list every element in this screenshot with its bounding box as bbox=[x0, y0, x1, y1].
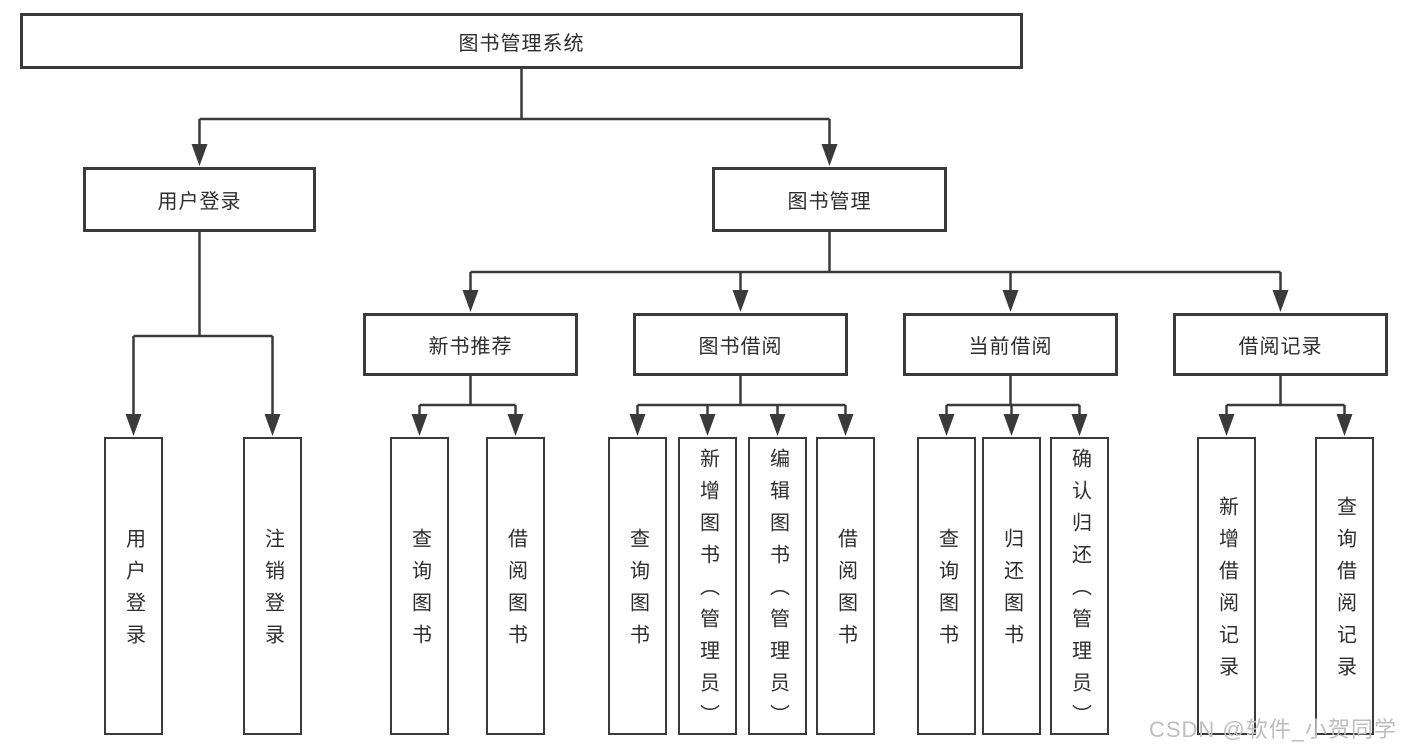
leaf-add-book-admin: 新增图书（管理员） bbox=[678, 437, 737, 736]
leaf-confirm-return-admin: 确认归还（管理员） bbox=[1050, 437, 1109, 736]
connector-new-book-children bbox=[418, 376, 517, 418]
leaf-query-borrow-record: 查询借阅记录 bbox=[1315, 437, 1374, 735]
leaf-borrow-books-label: 借阅图书 bbox=[834, 528, 857, 656]
node-current-borrow: 当前借阅 bbox=[903, 313, 1118, 376]
node-root-label: 图书管理系统 bbox=[458, 32, 585, 55]
arrow-down-icon bbox=[1003, 414, 1020, 436]
connector-root-to-level2 bbox=[198, 69, 831, 150]
leaf-query-books-recommend: 查询图书 bbox=[390, 437, 449, 735]
leaf-query-books-borrow-label: 查询图书 bbox=[626, 528, 649, 656]
arrow-down-icon bbox=[1272, 290, 1289, 312]
arrow-down-icon bbox=[507, 414, 524, 436]
leaf-query-books-borrow: 查询图书 bbox=[608, 437, 667, 735]
leaf-return-books: 归还图书 bbox=[982, 437, 1041, 735]
leaf-user-login: 用户登录 bbox=[104, 437, 163, 735]
arrow-down-icon bbox=[938, 414, 955, 436]
node-book-borrow-label: 图书借阅 bbox=[698, 336, 783, 358]
arrow-down-icon bbox=[1218, 414, 1235, 436]
node-current-borrow-label: 当前借阅 bbox=[968, 336, 1053, 358]
leaf-borrow-books: 借阅图书 bbox=[816, 437, 875, 735]
arrow-down-icon bbox=[191, 144, 208, 166]
arrow-down-icon bbox=[264, 414, 281, 436]
leaf-borrow-books-recommend: 借阅图书 bbox=[486, 437, 545, 735]
connector-book-mgmt-children bbox=[469, 232, 1282, 294]
arrow-down-icon bbox=[1002, 290, 1019, 312]
leaf-borrow-books-recommend-label: 借阅图书 bbox=[504, 528, 527, 656]
node-book-management: 图书管理 bbox=[712, 167, 947, 232]
arrow-down-icon bbox=[837, 414, 854, 436]
leaf-query-books-current-label: 查询图书 bbox=[935, 528, 958, 656]
connector-user-login-children bbox=[132, 232, 274, 418]
arrow-down-icon bbox=[732, 290, 749, 312]
node-new-book-recommend: 新书推荐 bbox=[363, 313, 578, 376]
node-root: 图书管理系统 bbox=[20, 13, 1023, 69]
csdn-watermark: CSDN @软件_小贺同学 bbox=[1148, 717, 1397, 742]
leaf-edit-book-admin-label: 编辑图书（管理员） bbox=[766, 448, 789, 736]
arrow-down-icon bbox=[769, 414, 786, 436]
arrow-down-icon bbox=[125, 414, 142, 436]
leaf-edit-book-admin: 编辑图书（管理员） bbox=[748, 437, 807, 736]
node-borrow-records: 借阅记录 bbox=[1173, 313, 1388, 376]
arrowheads bbox=[125, 144, 1353, 436]
leaf-add-book-admin-label: 新增图书（管理员） bbox=[696, 448, 719, 736]
leaf-confirm-return-admin-label: 确认归还（管理员） bbox=[1068, 448, 1091, 736]
arrow-down-icon bbox=[629, 414, 646, 436]
node-user-login-label: 用户登录 bbox=[157, 191, 242, 213]
arrow-down-icon bbox=[1336, 414, 1353, 436]
connector-borrow-record-children bbox=[1225, 376, 1346, 418]
connector-current-borrow-children bbox=[945, 376, 1081, 418]
arrow-down-icon bbox=[699, 414, 716, 436]
node-new-book-recommend-label: 新书推荐 bbox=[428, 336, 513, 358]
leaf-query-books-recommend-label: 查询图书 bbox=[408, 528, 431, 656]
arrow-down-icon bbox=[821, 144, 838, 166]
leaf-return-books-label: 归还图书 bbox=[1000, 528, 1023, 656]
connector-book-borrow-children bbox=[636, 376, 847, 418]
leaf-user-login-label: 用户登录 bbox=[122, 528, 145, 656]
node-user-login: 用户登录 bbox=[83, 167, 316, 232]
arrow-down-icon bbox=[462, 290, 479, 312]
node-book-management-label: 图书管理 bbox=[787, 191, 872, 213]
leaf-query-books-current: 查询图书 bbox=[917, 437, 976, 735]
node-borrow-records-label: 借阅记录 bbox=[1238, 336, 1323, 358]
arrow-down-icon bbox=[411, 414, 428, 436]
leaf-add-borrow-record-label: 新增借阅记录 bbox=[1215, 496, 1238, 688]
leaf-logout-label: 注销登录 bbox=[261, 528, 284, 656]
leaf-add-borrow-record: 新增借阅记录 bbox=[1197, 437, 1256, 735]
leaf-query-borrow-record-label: 查询借阅记录 bbox=[1333, 496, 1356, 688]
leaf-logout: 注销登录 bbox=[243, 437, 302, 735]
node-book-borrow: 图书借阅 bbox=[633, 313, 848, 376]
arrow-down-icon bbox=[1071, 414, 1088, 436]
